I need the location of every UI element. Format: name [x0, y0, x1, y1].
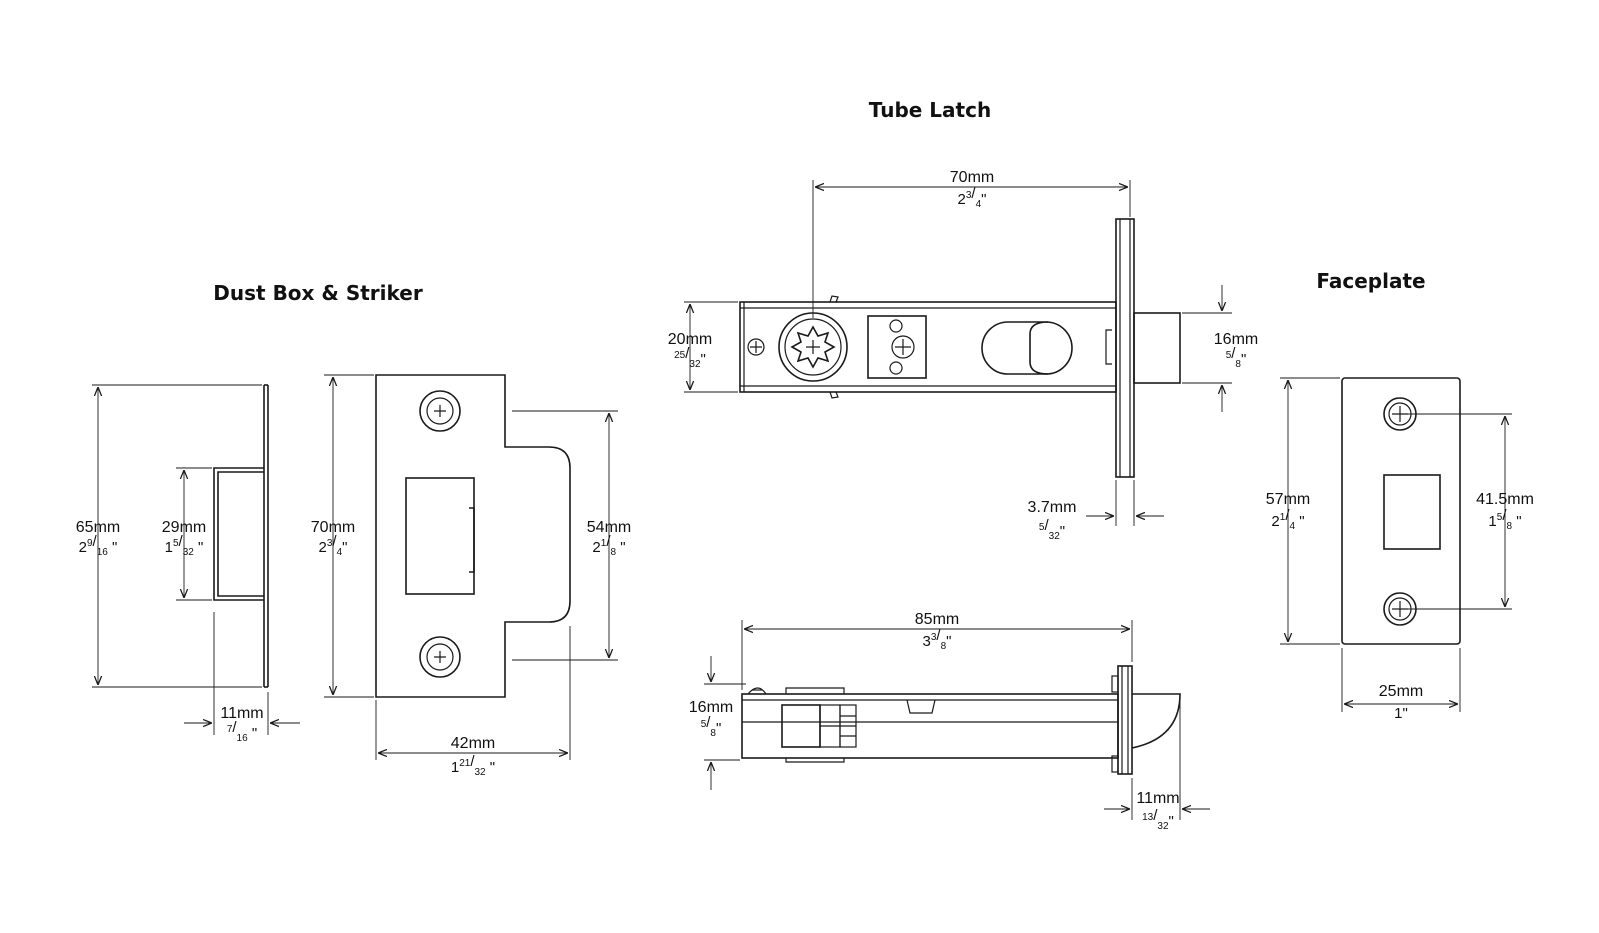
dim-backset: 70mm 23/4": [950, 169, 994, 210]
dim-face-width: 25mm 1": [1379, 683, 1423, 722]
svg-text:15/8 ": 15/8 ": [1488, 507, 1521, 532]
svg-text:54mm: 54mm: [587, 519, 631, 536]
svg-text:23/4": 23/4": [319, 533, 348, 558]
dust-box-dimensions: [92, 384, 300, 735]
svg-text:25/32": 25/32": [674, 345, 706, 370]
striker-plate: [375, 374, 571, 698]
striker-dimensions: [324, 374, 618, 760]
dim-face-height: 57mm 21/4 ": [1266, 491, 1310, 532]
svg-text:33/8": 33/8": [923, 627, 952, 652]
svg-text:3.7mm: 3.7mm: [1028, 499, 1077, 516]
svg-text:13/32": 13/32": [1142, 807, 1174, 832]
tube-latch-side-dimensions: [704, 620, 1210, 820]
tube-latch-top-view: [739, 218, 1181, 478]
dim-latch-projection: 11mm 13/32": [1136, 790, 1179, 832]
dim-striker-height: 70mm 23/4": [311, 519, 355, 558]
dim-overall-length: 85mm 33/8": [915, 611, 959, 652]
svg-text:1": 1": [1394, 705, 1408, 722]
dim-latch-height: 16mm 5/8": [1214, 331, 1258, 370]
dim-plate-thickness: 3.7mm 5/32": [1028, 499, 1077, 542]
svg-text:11mm: 11mm: [220, 705, 263, 722]
dim-dust-inner: 29mm 15/32 ": [162, 519, 206, 558]
faceplate: [1341, 377, 1461, 645]
svg-text:16mm: 16mm: [1214, 331, 1258, 348]
dim-striker-lip: 54mm 21/8 ": [587, 519, 631, 558]
svg-text:5/8": 5/8": [701, 714, 722, 739]
svg-text:20mm: 20mm: [668, 331, 712, 348]
svg-text:65mm: 65mm: [76, 519, 120, 536]
dim-dust-depth: 11mm 7/16 ": [220, 705, 263, 744]
title-dust-box-striker: Dust Box & Striker: [213, 281, 423, 305]
svg-text:85mm: 85mm: [915, 611, 959, 628]
dimension-labels: 65mm 29/16 " 29mm 15/32 " 11mm 7/16 " 70…: [76, 169, 1534, 832]
svg-text:25mm: 25mm: [1379, 683, 1423, 700]
svg-text:29mm: 29mm: [162, 519, 206, 536]
svg-text:42mm: 42mm: [451, 735, 495, 752]
svg-text:41.5mm: 41.5mm: [1476, 491, 1534, 508]
svg-text:121/32 ": 121/32 ": [451, 753, 495, 778]
dim-face-screws: 41.5mm 15/8 ": [1476, 491, 1534, 532]
svg-text:70mm: 70mm: [311, 519, 355, 536]
dust-box-profile: [213, 384, 269, 688]
title-tube-latch: Tube Latch: [869, 98, 991, 122]
svg-text:11mm: 11mm: [1136, 790, 1179, 807]
faceplate-dimensions: [1280, 377, 1512, 712]
dim-side-height: 16mm 5/8": [689, 699, 733, 739]
svg-text:7/16 ": 7/16 ": [227, 719, 257, 744]
title-faceplate: Faceplate: [1316, 269, 1425, 293]
svg-text:57mm: 57mm: [1266, 491, 1310, 508]
dim-body-height: 20mm 25/32": [668, 331, 712, 370]
svg-text:5/32": 5/32": [1039, 517, 1065, 542]
dim-striker-width: 42mm 121/32 ": [451, 735, 495, 778]
svg-text:16mm: 16mm: [689, 699, 733, 716]
svg-text:15/32 ": 15/32 ": [165, 533, 204, 558]
svg-text:5/8": 5/8": [1226, 345, 1247, 370]
dim-dust-height: 65mm 29/16 ": [76, 519, 120, 558]
svg-text:21/8 ": 21/8 ": [592, 533, 625, 558]
tube-latch-top-dimensions: [684, 180, 1232, 526]
svg-text:21/4 ": 21/4 ": [1271, 507, 1304, 532]
tube-latch-side-view: [741, 665, 1181, 775]
svg-text:23/4": 23/4": [958, 185, 987, 210]
svg-text:29/16 ": 29/16 ": [79, 533, 118, 558]
svg-text:70mm: 70mm: [950, 169, 994, 186]
